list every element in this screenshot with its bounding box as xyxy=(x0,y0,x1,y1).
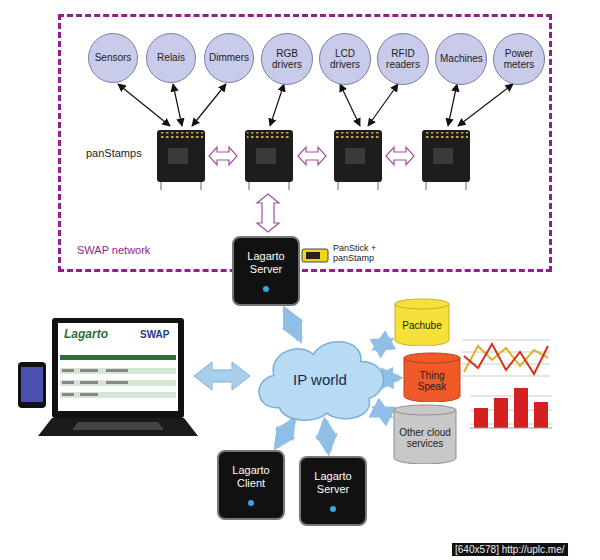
laptop-link xyxy=(194,362,250,390)
device-circle: RGB drivers xyxy=(261,33,313,85)
watermark: [640x578] http://uplc.me/ xyxy=(452,543,568,556)
device-circle: LCD drivers xyxy=(319,33,371,85)
radio-link xyxy=(209,147,414,232)
node-label: IP world xyxy=(293,371,347,388)
screen-logo: Lagarto xyxy=(64,327,108,341)
device-circle: Dimmers xyxy=(204,33,254,83)
device-circle: Relais xyxy=(146,33,196,83)
node-label: Relais xyxy=(157,52,185,64)
panstamp-board xyxy=(157,130,470,190)
panstick-label: PanStick + panStamp xyxy=(333,244,403,264)
node-label: Machines xyxy=(440,53,482,65)
line-chart xyxy=(462,340,550,376)
laptop xyxy=(38,318,198,436)
node-label: Lagarto Server xyxy=(304,470,362,495)
device-circle: Machines xyxy=(435,33,487,85)
node-label: RGB drivers xyxy=(266,48,308,71)
bar-chart xyxy=(470,388,552,428)
node-label: Power meters xyxy=(498,48,540,71)
node-label: Pachube xyxy=(402,312,441,332)
server-box: Lagarto Server xyxy=(232,236,300,306)
cloud-storage: Thing Speak xyxy=(403,352,461,402)
connector xyxy=(325,421,329,452)
node-label: RFID readers xyxy=(382,48,424,71)
node-label: Thing Speak xyxy=(408,362,456,393)
cloud-storage: Pachube xyxy=(394,298,450,346)
network-region: SWAP network Sensors Relais Dimmers RGB driv… xyxy=(58,14,552,272)
cloud-storage: Other cloud services xyxy=(393,404,457,464)
tablet xyxy=(18,362,46,408)
node-label: Dimmers xyxy=(209,52,249,64)
device-circle: Power meters xyxy=(493,33,545,85)
connector xyxy=(375,408,389,415)
connector xyxy=(276,420,293,447)
server-box: Lagarto Server xyxy=(299,456,367,526)
node-label: SWAP network xyxy=(77,244,150,257)
node-label: Lagarto Server xyxy=(237,250,295,275)
device-circle: Sensors xyxy=(88,33,138,83)
panstamps-label: panStamps xyxy=(86,147,142,159)
screen-logo: SWAP xyxy=(140,329,169,340)
panstick xyxy=(302,249,328,262)
node-label: Sensors xyxy=(95,52,132,64)
server-box: Lagarto Client xyxy=(217,450,285,520)
node-label: Lagarto Client xyxy=(222,464,280,489)
cloud-shape: IP world xyxy=(252,334,388,426)
node-label: LCD drivers xyxy=(324,48,366,71)
device-circle: RFID readers xyxy=(377,33,429,85)
node-label: Other cloud services xyxy=(398,419,452,450)
connector xyxy=(285,310,300,340)
device-link xyxy=(118,84,513,126)
connector xyxy=(375,340,390,349)
